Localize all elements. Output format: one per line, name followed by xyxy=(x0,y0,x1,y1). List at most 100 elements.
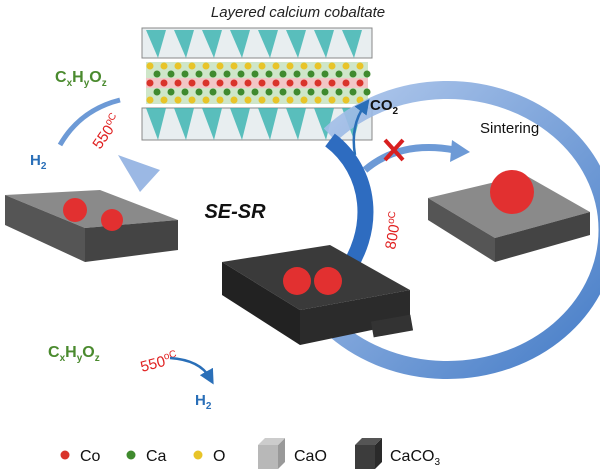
atom xyxy=(244,79,252,87)
atom xyxy=(335,70,343,78)
atom xyxy=(272,96,280,104)
center-label: SE-SR xyxy=(204,201,266,223)
sintered-block xyxy=(428,170,590,262)
atom xyxy=(216,79,224,87)
legend-cao-swatch xyxy=(258,438,285,469)
atom xyxy=(279,70,287,78)
cobalt-octahedron xyxy=(314,30,334,58)
atom xyxy=(328,79,336,87)
legend-o-label: O xyxy=(213,448,225,465)
legend-caco3-swatch xyxy=(355,438,382,469)
atom xyxy=(202,96,210,104)
atom xyxy=(300,96,308,104)
atom xyxy=(300,62,308,70)
cobalt-octahedron xyxy=(258,108,278,140)
atom xyxy=(293,70,301,78)
atom xyxy=(188,62,196,70)
legend: Co Ca O CaO CaCO3 xyxy=(60,438,440,469)
atom xyxy=(251,70,259,78)
atom xyxy=(272,79,280,87)
atom xyxy=(230,62,238,70)
atom xyxy=(258,96,266,104)
atom xyxy=(244,96,252,104)
cobalt-octahedron xyxy=(202,30,222,58)
atom xyxy=(209,70,217,78)
cobalt-octahedron xyxy=(230,30,250,58)
atom xyxy=(349,88,357,96)
atom xyxy=(300,79,308,87)
cobalt-octahedron xyxy=(314,108,334,140)
atom xyxy=(237,88,245,96)
atom xyxy=(307,70,315,78)
atom xyxy=(146,62,154,70)
atom xyxy=(363,70,371,78)
atom xyxy=(251,88,259,96)
legend-co-swatch xyxy=(60,450,70,460)
atom xyxy=(356,79,364,87)
atom xyxy=(314,96,322,104)
atom xyxy=(321,88,329,96)
atom xyxy=(153,88,161,96)
h2-bottom-arrow xyxy=(169,356,214,385)
atom xyxy=(202,62,210,70)
title: Layered calcium cobaltate xyxy=(211,4,385,21)
atom xyxy=(223,88,231,96)
atom xyxy=(342,79,350,87)
legend-co-label: Co xyxy=(80,448,101,465)
atom xyxy=(230,96,238,104)
atom xyxy=(321,70,329,78)
cobalt-octahedron xyxy=(286,30,306,58)
legend-ca-label: Ca xyxy=(146,448,167,465)
atom xyxy=(286,79,294,87)
cobalt-octahedron xyxy=(146,108,166,140)
atom xyxy=(160,79,168,87)
cobalt-octahedron xyxy=(202,108,222,140)
atom xyxy=(160,62,168,70)
co2-arrow xyxy=(352,98,370,156)
atom xyxy=(356,62,364,70)
atom xyxy=(258,79,266,87)
arrow-head xyxy=(118,155,160,192)
atom xyxy=(258,62,266,70)
atom xyxy=(314,79,322,87)
cobalt-octahedron xyxy=(342,30,362,58)
crystal-structure xyxy=(141,27,373,141)
atom xyxy=(174,96,182,104)
h2-top: H2 xyxy=(30,152,47,172)
sintering-label: Sintering xyxy=(480,120,539,137)
atom xyxy=(188,79,196,87)
atom xyxy=(328,96,336,104)
atom xyxy=(342,96,350,104)
feed-top: CxHyOz xyxy=(55,69,107,89)
atom xyxy=(167,70,175,78)
cycle-arrow xyxy=(323,81,600,379)
cobalt-octahedron xyxy=(174,30,194,58)
atom xyxy=(167,88,175,96)
atom xyxy=(223,70,231,78)
atom xyxy=(293,88,301,96)
atom xyxy=(195,70,203,78)
atom xyxy=(146,79,154,87)
atom xyxy=(160,96,168,104)
temp-top: 550oC xyxy=(89,111,125,152)
atom xyxy=(244,62,252,70)
atom xyxy=(181,70,189,78)
atom xyxy=(174,79,182,87)
feed-bottom: CxHyOz xyxy=(48,344,100,364)
atom xyxy=(272,62,280,70)
atom xyxy=(363,88,371,96)
legend-caco3-label: CaCO3 xyxy=(390,448,440,468)
cobalt-octahedron xyxy=(230,108,250,140)
atom xyxy=(230,79,238,87)
atom xyxy=(188,96,196,104)
atom xyxy=(153,70,161,78)
caco3-block-with-particles xyxy=(222,245,414,345)
cobalt-octahedron xyxy=(286,108,306,140)
co2-label: CO2 xyxy=(370,97,399,117)
cobalt-octahedron xyxy=(146,30,166,58)
h2-top-arrow xyxy=(57,97,121,147)
atom xyxy=(335,88,343,96)
atom xyxy=(146,96,154,104)
